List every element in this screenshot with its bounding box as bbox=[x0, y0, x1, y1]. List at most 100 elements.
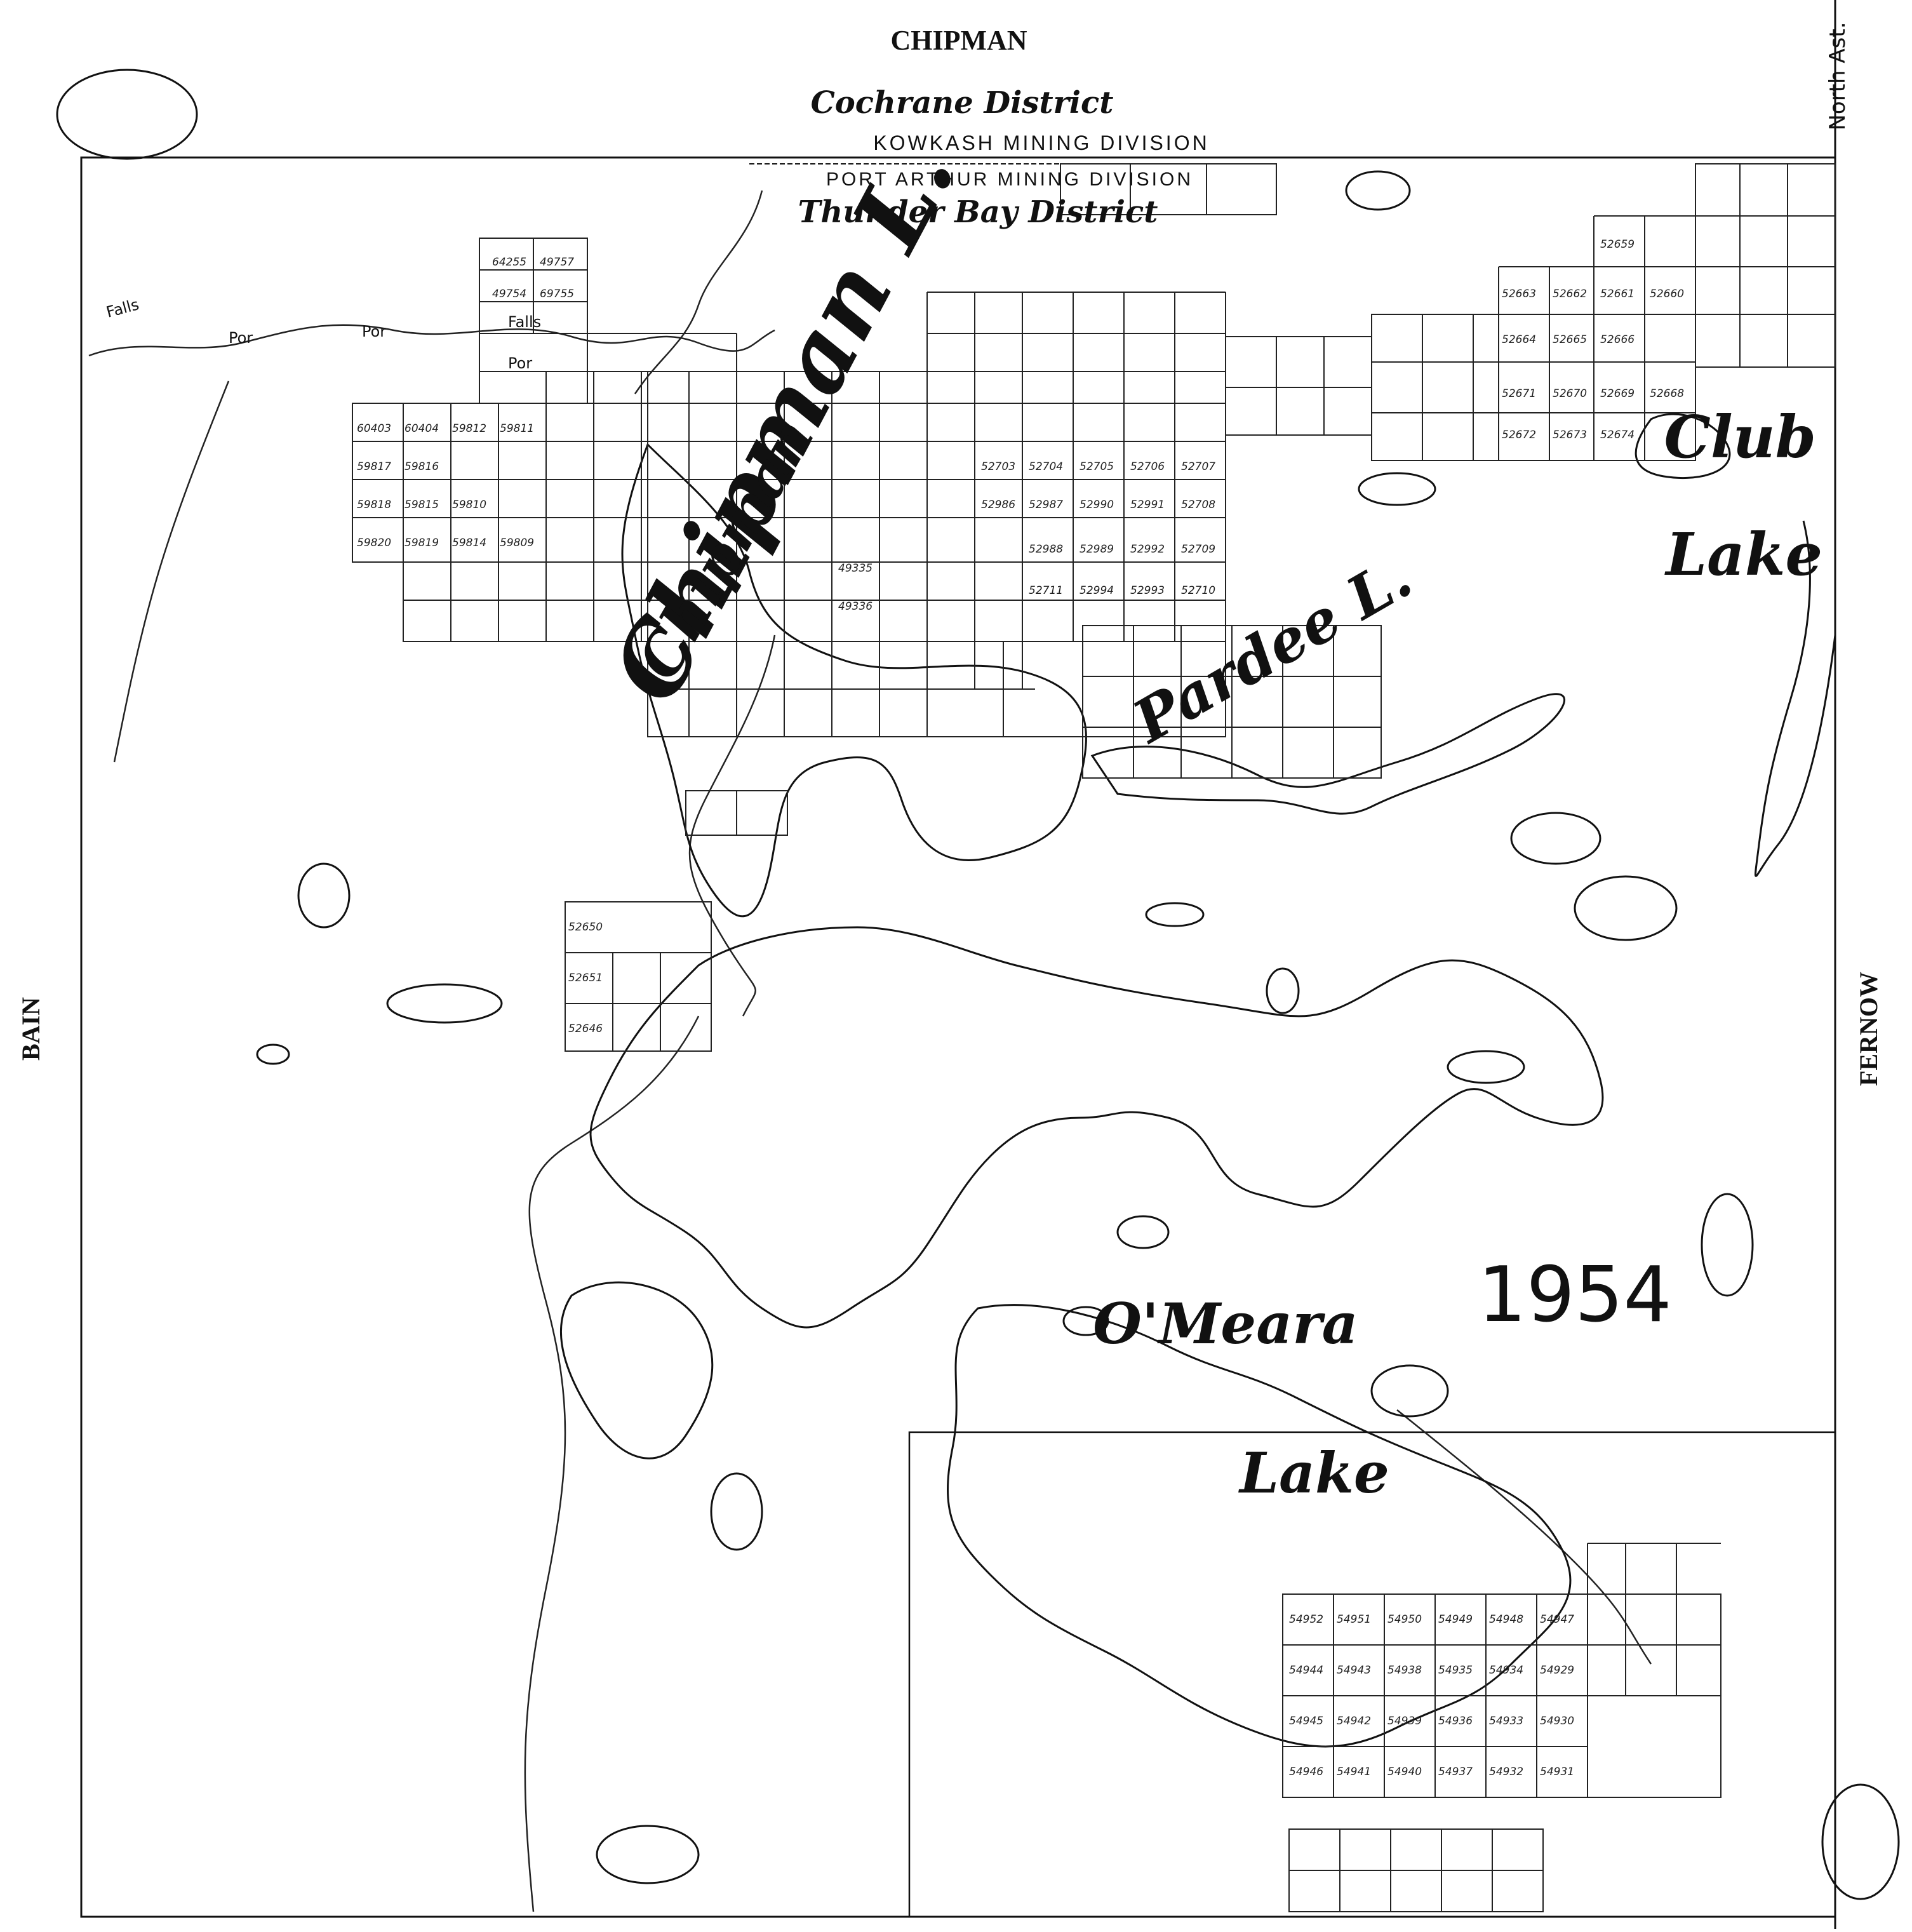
district-label-cochrane: Cochrane District bbox=[811, 85, 1114, 121]
claim-number: 59815 bbox=[404, 499, 439, 511]
claim-number: 52708 bbox=[1181, 499, 1215, 511]
claim-number: 59819 bbox=[404, 537, 439, 549]
claim-number: 59818 bbox=[357, 499, 391, 511]
pardee-lake-shore bbox=[1090, 693, 1566, 815]
por-river bbox=[88, 324, 775, 357]
small-lake bbox=[1370, 1364, 1449, 1418]
claim-number: 52705 bbox=[1080, 460, 1114, 473]
claim-number: 54945 bbox=[1289, 1715, 1323, 1727]
claim-number: 52663 bbox=[1502, 288, 1536, 300]
claim-number: 52661 bbox=[1600, 288, 1635, 300]
claim-number: 52646 bbox=[568, 1023, 603, 1035]
district-label-thunder-bay: Thunder Bay District bbox=[798, 194, 1158, 230]
corner-note: North Ast. bbox=[1825, 22, 1850, 130]
claim-number: 49336 bbox=[838, 600, 872, 613]
claim-number: 54952 bbox=[1289, 1613, 1323, 1626]
claim-number: 52669 bbox=[1600, 387, 1635, 400]
claim-number: 52651 bbox=[568, 972, 603, 984]
year-annotation: 1954 bbox=[1478, 1251, 1671, 1339]
claim-number: 59809 bbox=[500, 537, 534, 549]
mining-division-port-arthur: PORT ARTHUR MINING DIVISION bbox=[826, 169, 1193, 190]
claim-number: 54935 bbox=[1438, 1664, 1473, 1677]
township-boundary bbox=[80, 156, 1836, 1918]
omeara-west-bay bbox=[559, 1281, 714, 1459]
claim-number: 54930 bbox=[1540, 1715, 1574, 1727]
claim-number: 52991 bbox=[1130, 499, 1165, 511]
small-lake bbox=[1145, 902, 1205, 927]
small-lake bbox=[1821, 1783, 1900, 1900]
chipman-lake-shore bbox=[621, 443, 1087, 918]
claim-number: 52660 bbox=[1650, 288, 1684, 300]
omeara-lake-south bbox=[947, 1304, 1572, 1748]
claim-number: 52674 bbox=[1600, 429, 1635, 441]
claim-number: 52711 bbox=[1029, 584, 1063, 597]
claim-number: 54937 bbox=[1438, 1766, 1473, 1778]
claim-number: 54943 bbox=[1337, 1664, 1371, 1677]
claim-number: 54938 bbox=[1387, 1664, 1422, 1677]
claim-number: 54948 bbox=[1489, 1613, 1523, 1626]
claim-number: 52704 bbox=[1029, 460, 1063, 473]
township-name-bain: BAIN bbox=[17, 997, 45, 1061]
claim-grid-northwest bbox=[352, 238, 737, 737]
small-lake bbox=[1116, 1215, 1170, 1249]
claim-number: 49754 bbox=[492, 288, 526, 300]
claim-number: 54931 bbox=[1540, 1766, 1574, 1778]
small-lake bbox=[710, 1472, 763, 1551]
chipman-river-lower bbox=[688, 634, 776, 1017]
claim-number: 54936 bbox=[1438, 1715, 1473, 1727]
claim-number: 60404 bbox=[404, 422, 439, 435]
small-lake bbox=[1447, 1050, 1525, 1084]
mining-division-kowkash: KOWKASH MINING DIVISION bbox=[873, 131, 1209, 154]
claim-number: 52707 bbox=[1181, 460, 1215, 473]
claim-number: 52670 bbox=[1553, 387, 1587, 400]
claim-number: 54942 bbox=[1337, 1715, 1371, 1727]
claim-number: 52988 bbox=[1029, 543, 1063, 556]
small-lake bbox=[596, 1825, 700, 1884]
claim-grid-pardee bbox=[647, 625, 1382, 779]
claim-number: 54946 bbox=[1289, 1766, 1323, 1778]
label-club-lake-2: Lake bbox=[1664, 520, 1822, 589]
claim-number: 52671 bbox=[1502, 387, 1536, 400]
claim-number: 59811 bbox=[500, 422, 534, 435]
club-lake-island bbox=[1635, 413, 1731, 480]
club-lake-shore bbox=[1754, 520, 1836, 877]
claim-number: 52664 bbox=[1502, 333, 1536, 346]
claim-number: 54949 bbox=[1438, 1613, 1473, 1626]
label-por-river-3: Por bbox=[508, 354, 532, 372]
township-name-fernow: FERNOW bbox=[1854, 972, 1883, 1086]
small-lake bbox=[1345, 170, 1411, 211]
claim-number: 54951 bbox=[1337, 1613, 1371, 1626]
small-lake bbox=[1266, 967, 1300, 1014]
small-lake bbox=[1574, 875, 1678, 941]
claim-number: 52666 bbox=[1600, 333, 1635, 346]
label-por-river-2: Por bbox=[362, 323, 386, 340]
claim-number: 49757 bbox=[540, 256, 574, 269]
claim-number: 52986 bbox=[981, 499, 1015, 511]
west-creek bbox=[113, 380, 230, 763]
claim-number: 52703 bbox=[981, 460, 1015, 473]
label-pardee-lake: Pardee L. bbox=[1120, 542, 1423, 756]
claim-grid-omeara bbox=[1282, 1543, 1721, 1912]
omeara-inset-box bbox=[908, 1431, 1836, 1918]
claim-number: 52673 bbox=[1553, 429, 1587, 441]
claim-number: 52650 bbox=[568, 921, 603, 934]
claim-number: 59810 bbox=[452, 499, 486, 511]
claim-number: 49335 bbox=[838, 562, 872, 575]
claim-number: 54940 bbox=[1387, 1766, 1422, 1778]
chipman-river-upper bbox=[634, 190, 763, 394]
claim-number: 52706 bbox=[1130, 460, 1165, 473]
claim-number: 54941 bbox=[1337, 1766, 1371, 1778]
claim-number: 52665 bbox=[1553, 333, 1587, 346]
claim-number: 60403 bbox=[357, 422, 391, 435]
label-omeara-lake-2: Lake bbox=[1238, 1440, 1389, 1506]
label-falls-west: Falls bbox=[104, 295, 141, 321]
claim-number: 54934 bbox=[1489, 1664, 1523, 1677]
claim-number: 52668 bbox=[1650, 387, 1684, 400]
claim-number: 54950 bbox=[1387, 1613, 1422, 1626]
claim-number: 54947 bbox=[1540, 1613, 1574, 1626]
claim-number: 52993 bbox=[1130, 584, 1165, 597]
claim-number: 54929 bbox=[1540, 1664, 1574, 1677]
small-lake bbox=[1510, 812, 1601, 865]
township-name-chipman: CHIPMAN bbox=[890, 25, 1027, 56]
